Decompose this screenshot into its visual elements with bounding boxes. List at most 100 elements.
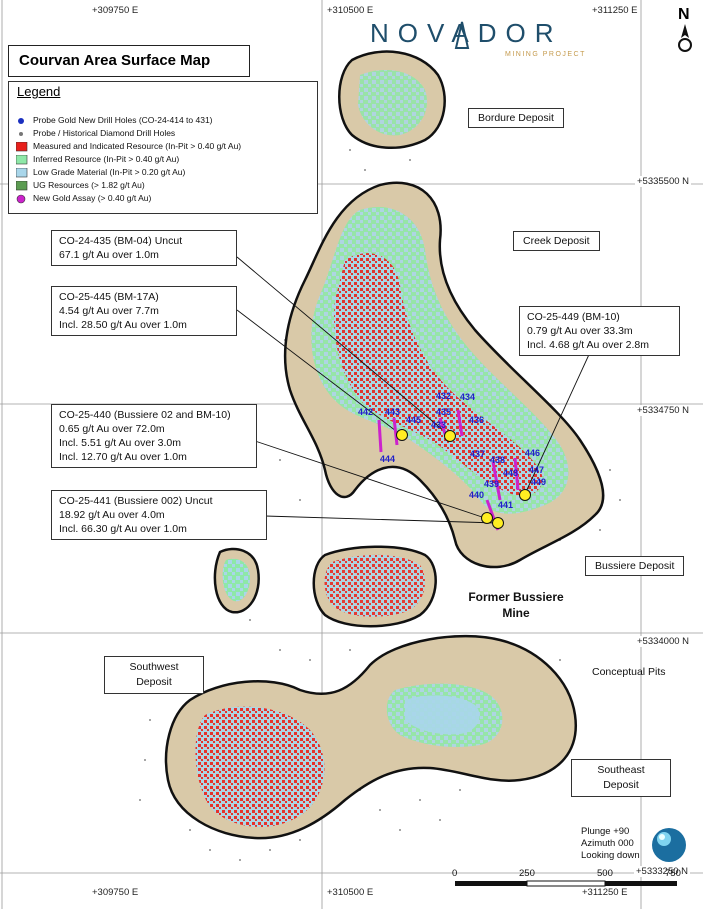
grid-label-right-2: +5334750 N <box>635 405 692 416</box>
label-southeast-deposit: Southeast Deposit <box>571 759 671 797</box>
legend-item-measured-indicated: Measured and Indicated Resource (In-Pit … <box>16 141 242 153</box>
scale-label-0: 0 <box>452 868 458 879</box>
grid-label-right-1: +5335500 N <box>635 176 692 187</box>
callout-line: 18.92 g/t Au over 4.0m <box>59 509 165 521</box>
red-square-icon <box>16 142 28 152</box>
grid-label-right-4: +5333250 N <box>634 866 691 877</box>
logo-subtitle: MINING PROJECT <box>505 51 586 58</box>
legend-item-historical-holes: Probe / Historical Diamond Drill Holes <box>19 128 176 140</box>
hole-label: 445 <box>406 415 422 425</box>
legend-label: Inferred Resource (In-Pit > 0.40 g/t Au) <box>33 154 180 164</box>
southwest-southeast-pit <box>164 634 577 840</box>
grid-label-top-2: +310500 E <box>325 5 376 16</box>
hole-label: 436 <box>469 415 485 425</box>
callout-leader-lines <box>236 256 593 524</box>
grid-label-bottom-3: +311250 E <box>580 887 630 898</box>
hole-label: 446 <box>525 448 541 458</box>
logo-mark <box>454 21 470 49</box>
legend: Legend Probe Gold New Drill Holes (CO-24… <box>8 81 318 214</box>
hole-label: 437 <box>470 449 486 459</box>
hole-label: 434 <box>460 392 476 402</box>
callout-line: Incl. 66.30 g/t Au over 1.0m <box>59 523 187 535</box>
callout-co-25-440: CO-25-440 (Bussiere 02 and BM-10) 0.65 g… <box>51 404 257 468</box>
legend-label: Measured and Indicated Resource (In-Pit … <box>33 141 242 151</box>
hole-label: 440 <box>469 490 485 500</box>
hole-label: 435 <box>436 407 452 417</box>
hole-label: 449 <box>531 477 547 487</box>
callout-line: CO-25-441 (Bussiere 002) Uncut <box>59 495 213 507</box>
legend-label: Low Grade Material (In-Pit > 0.20 g/t Au… <box>33 167 186 177</box>
callout-line: CO-25-449 (BM-10) <box>527 311 620 323</box>
grid-label-right-3: +5334000 N <box>635 636 692 647</box>
north-label: N <box>678 6 690 23</box>
lightblue-square-icon <box>16 168 28 178</box>
callout-co-25-449: CO-25-449 (BM-10) 0.79 g/t Au over 33.3m… <box>519 306 680 356</box>
hole-label: 447 <box>529 465 545 475</box>
callout-co-24-435: CO-24-435 (BM-04) Uncut 67.1 g/t Au over… <box>51 230 237 266</box>
magenta-dot-icon <box>16 194 26 204</box>
view-azimuth: Azimuth 000 <box>581 838 634 849</box>
label-former-bussiere-mine: Former Bussiere Mine <box>468 590 564 620</box>
hole-label: 443 <box>385 407 401 417</box>
label-conceptual-pits: Conceptual Pits <box>592 666 666 678</box>
bordure-pit <box>338 50 446 149</box>
legend-item-new-drill-holes: Probe Gold New Drill Holes (CO-24-414 to… <box>18 115 213 127</box>
callout-line: Incl. 12.70 g/t Au over 1.0m <box>59 451 187 463</box>
grid-label-bottom-2: +310500 E <box>325 887 376 898</box>
highlight-collars <box>396 429 531 529</box>
grid-label-bottom-1: +309750 E <box>90 887 141 898</box>
callout-line: Incl. 5.51 g/t Au over 3.0m <box>59 437 181 449</box>
label-southwest-deposit: Southwest Deposit <box>104 656 204 694</box>
callout-co-25-441: CO-25-441 (Bussiere 002) Uncut 18.92 g/t… <box>51 490 267 540</box>
grid-label-top-1: +309750 E <box>90 5 141 16</box>
hole-label: 442 <box>358 407 374 417</box>
scale-label-250: 250 <box>519 868 535 879</box>
callout-line: CO-25-440 (Bussiere 02 and BM-10) <box>59 409 231 421</box>
legend-item-ug-resources: UG Resources (> 1.82 g/t Au) <box>16 180 145 192</box>
hole-label: 448 <box>503 468 519 478</box>
callout-line: 4.54 g/t Au over 7.7m <box>59 305 159 317</box>
map-title: Courvan Area Surface Map <box>8 45 250 77</box>
legend-label: New Gold Assay (> 0.40 g/t Au) <box>33 193 152 203</box>
hole-label: 433 <box>431 420 447 430</box>
legend-label: UG Resources (> 1.82 g/t Au) <box>33 180 145 190</box>
legend-item-new-gold-assay: New Gold Assay (> 0.40 g/t Au) <box>16 193 152 205</box>
label-bussiere-deposit: Bussiere Deposit <box>585 556 685 576</box>
logo-wordmark: NOVADOR <box>370 18 563 48</box>
scale-label-500: 500 <box>597 868 613 879</box>
lightgreen-square-icon <box>16 155 28 165</box>
scale-bar <box>455 880 677 887</box>
darkgreen-square-icon <box>16 181 28 191</box>
callout-line: CO-25-445 (BM-17A) <box>59 291 159 303</box>
view-info: Plunge +90 Azimuth 000 Looking down <box>581 826 640 862</box>
callout-line: 0.65 g/t Au over 72.0m <box>59 423 165 435</box>
label-creek-deposit: Creek Deposit <box>513 231 600 251</box>
view-look: Looking down <box>581 850 640 861</box>
legend-label: Probe Gold New Drill Holes (CO-24-414 to… <box>33 115 213 125</box>
hole-label: 439 <box>484 479 500 489</box>
grey-dot-icon <box>19 132 23 136</box>
hole-label: 432 <box>436 391 452 401</box>
hole-label: 438 <box>490 455 506 465</box>
callout-line: Incl. 28.50 g/t Au over 1.0m <box>59 319 187 331</box>
grid-label-top-3: +311250 E <box>590 5 640 16</box>
hole-label: 444 <box>380 454 396 464</box>
callout-line: 67.1 g/t Au over 1.0m <box>59 249 159 261</box>
north-arrow <box>678 24 692 52</box>
view-plunge: Plunge +90 <box>581 826 630 837</box>
legend-item-low-grade: Low Grade Material (In-Pit > 0.20 g/t Au… <box>16 167 186 179</box>
callout-line: 0.79 g/t Au over 33.3m <box>527 325 633 337</box>
small-pits <box>213 545 437 628</box>
legend-title: Legend <box>17 84 61 99</box>
legend-label: Probe / Historical Diamond Drill Holes <box>33 128 176 138</box>
legend-item-inferred: Inferred Resource (In-Pit > 0.40 g/t Au) <box>16 154 180 166</box>
callout-co-25-445: CO-25-445 (BM-17A) 4.54 g/t Au over 7.7m… <box>51 286 237 336</box>
view-orientation-sphere <box>652 828 686 862</box>
hole-label: 441 <box>498 500 514 510</box>
creek-bussiere-pit <box>283 181 605 569</box>
scale-label-750: 750 <box>665 868 681 879</box>
callout-line: Incl. 4.68 g/t Au over 2.8m <box>527 339 649 351</box>
callout-line: CO-24-435 (BM-04) Uncut <box>59 235 183 247</box>
